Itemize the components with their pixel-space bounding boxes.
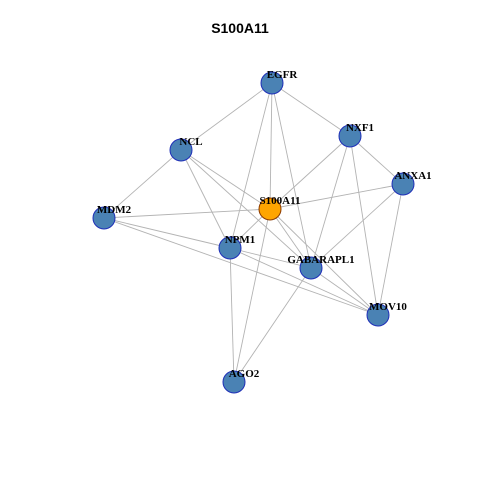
edge-egfr-npm1 bbox=[229, 82, 273, 249]
diagram-title: S100A11 bbox=[211, 20, 269, 36]
node-egfr[interactable]: EGFR bbox=[260, 69, 299, 95]
node-layer: EGFR NCL NXF1ANXA1S100A11MDM2NPM1GABARAPL1… bbox=[92, 69, 432, 394]
edge-s100a11-ncl bbox=[180, 149, 271, 210]
node-circle[interactable] bbox=[169, 138, 193, 162]
edge-s100a11-mdm2 bbox=[103, 208, 271, 219]
edge-s100a11-nxf1 bbox=[269, 135, 351, 210]
edge-egfr-ncl bbox=[180, 82, 273, 151]
node-circle[interactable] bbox=[299, 256, 323, 280]
edge-gabarapl1-ago2 bbox=[233, 267, 312, 383]
edge-npm1-ago2 bbox=[229, 247, 235, 383]
node-gabarapl1[interactable]: GABARAPL1 bbox=[287, 254, 355, 280]
edge-gabarapl1-mov10 bbox=[310, 267, 379, 316]
edge-mdm2-mov10 bbox=[103, 217, 379, 316]
edge-anxa1-gabarapl1 bbox=[310, 183, 404, 269]
node-circle[interactable] bbox=[92, 206, 116, 230]
edge-egfr-nxf1 bbox=[271, 82, 351, 137]
node-mdm2[interactable]: MDM2 bbox=[92, 204, 132, 230]
edge-npm1-gabarapl1 bbox=[229, 247, 312, 269]
edge-anxa1-mov10 bbox=[377, 183, 404, 316]
node-label: GABARAPL1 bbox=[287, 254, 354, 266]
node-nxf1[interactable]: NXF1 bbox=[338, 122, 374, 148]
node-label: EGFR bbox=[267, 69, 299, 81]
node-label: NCL bbox=[179, 136, 202, 148]
node-ago2[interactable]: AGO2 bbox=[222, 368, 260, 394]
node-s100a11[interactable]: S100A11 bbox=[258, 195, 301, 221]
node-label: ANXA1 bbox=[394, 170, 431, 182]
node-ncl[interactable]: NCL bbox=[169, 136, 203, 162]
node-circle[interactable] bbox=[391, 172, 415, 196]
edge-nxf1-gabarapl1 bbox=[310, 135, 351, 269]
node-circle[interactable] bbox=[260, 71, 284, 95]
edge-ncl-gabarapl1 bbox=[180, 149, 312, 269]
node-label: MOV10 bbox=[369, 301, 407, 313]
node-circle[interactable] bbox=[338, 124, 362, 148]
node-circle[interactable] bbox=[222, 370, 246, 394]
edge-s100a11-egfr bbox=[269, 82, 273, 210]
edge-nxf1-mov10 bbox=[349, 135, 379, 316]
edge-s100a11-anxa1 bbox=[269, 183, 404, 210]
node-label: MDM2 bbox=[97, 204, 132, 216]
node-circle[interactable] bbox=[366, 303, 390, 327]
node-circle[interactable] bbox=[218, 236, 242, 260]
edge-egfr-gabarapl1 bbox=[271, 82, 312, 269]
edge-s100a11-gabarapl1 bbox=[269, 208, 312, 269]
node-label: NXF1 bbox=[346, 122, 374, 134]
node-label: S100A11 bbox=[260, 195, 301, 207]
node-label: NPM1 bbox=[225, 234, 256, 246]
node-circle[interactable] bbox=[258, 197, 282, 221]
edge-ncl-mdm2 bbox=[103, 149, 182, 219]
node-label: AGO2 bbox=[229, 368, 260, 380]
edge-s100a11-ago2 bbox=[233, 208, 271, 383]
edge-layer bbox=[103, 82, 404, 383]
node-npm1[interactable]: NPM1 bbox=[218, 234, 256, 260]
node-anxa1[interactable]: ANXA1 bbox=[391, 170, 432, 196]
edge-ncl-npm1 bbox=[180, 149, 231, 249]
edge-mdm2-npm1 bbox=[103, 217, 231, 249]
node-mov10[interactable]: MOV10 bbox=[366, 301, 407, 327]
edge-npm1-mov10 bbox=[229, 247, 379, 316]
edge-s100a11-mov10 bbox=[269, 208, 379, 316]
edge-nxf1-anxa1 bbox=[349, 135, 404, 185]
